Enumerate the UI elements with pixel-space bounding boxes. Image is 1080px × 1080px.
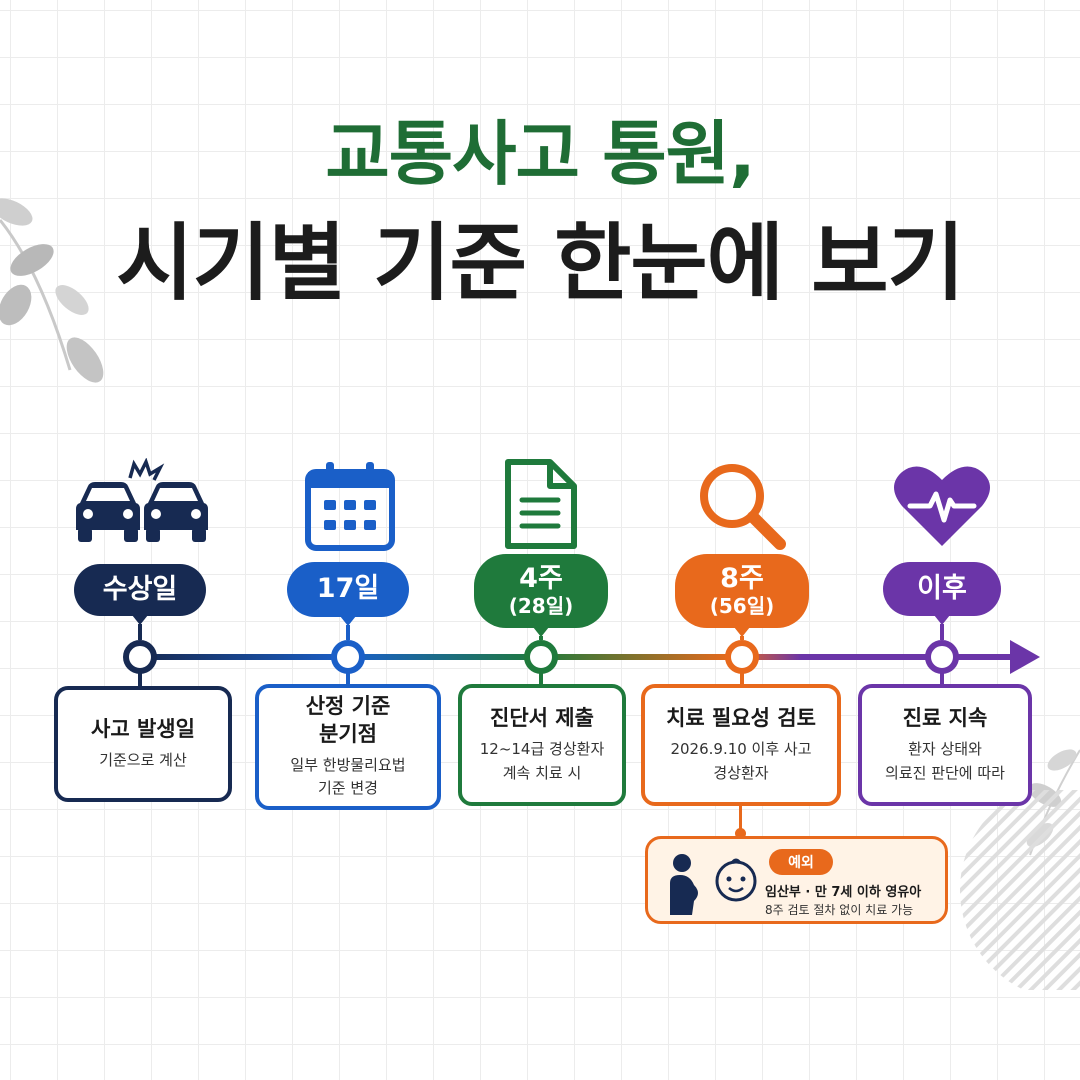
step-card-title: 진료 지속: [902, 706, 988, 731]
exception-badge: 예외: [769, 849, 833, 875]
calendar-icon: [305, 462, 395, 551]
exception-box: 예외 임산부 · 만 7세 이하 영유아 8주 검토 절차 없이 치료 가능: [645, 836, 948, 924]
step-card-4: 치료 필요성 검토 2026.9.10 이후 사고 경상환자: [641, 684, 841, 806]
step-pill-4: 8주(56일): [675, 554, 809, 628]
step-pill-pointer: [934, 615, 950, 625]
striped-circle-decoration: [960, 790, 1080, 990]
step-pill-label: 17일: [316, 573, 380, 605]
step-connector: [539, 636, 543, 640]
step-card-desc: 일부 한방물리요법 기준 변경: [290, 756, 406, 798]
step-pill-5: 이후: [883, 562, 1001, 616]
step-card-title: 산정 기준 분기점: [305, 694, 391, 746]
step-pill-sublabel: (28일): [508, 593, 574, 618]
step-pill-sublabel: (56일): [709, 593, 775, 618]
step-connector: [740, 636, 744, 640]
step-pill-pointer: [734, 627, 750, 637]
step-connector: [346, 672, 350, 684]
step-card-title: 진단서 제출: [490, 706, 594, 731]
exception-connector: [739, 806, 742, 838]
step-pill-label: 수상일: [102, 573, 178, 605]
baby-face-icon: [715, 858, 757, 902]
step-pill-pointer: [533, 627, 549, 637]
exception-desc: 8주 검토 절차 없이 치료 가능: [765, 903, 914, 917]
title-line-1: 교통사고 통원,: [325, 113, 755, 195]
step-card-3: 진단서 제출 12~14급 경상환자 계속 치료 시: [458, 684, 626, 806]
step-pill-pointer: [132, 615, 148, 625]
magnifier-icon: [700, 464, 786, 550]
step-pill-3: 4주(28일): [474, 554, 608, 628]
step-pill-2: 17일: [287, 562, 409, 617]
step-connector: [138, 624, 142, 640]
step-card-title: 사고 발생일: [91, 716, 195, 741]
heartbeat-icon: [894, 466, 990, 546]
step-connector: [138, 672, 142, 686]
exception-title: 임산부 · 만 7세 이하 영유아: [765, 885, 922, 900]
pregnant-woman-icon: [670, 854, 698, 915]
step-card-desc: 12~14급 경상환자 계속 치료 시: [479, 740, 605, 782]
step-card-desc: 환자 상태와 의료진 판단에 따라: [885, 740, 1005, 782]
timeline-arrowhead: [1010, 640, 1040, 674]
step-card-desc: 2026.9.10 이후 사고 경상환자: [670, 740, 812, 782]
step-card-desc: 기준으로 계산: [99, 751, 187, 770]
step-connector: [940, 672, 944, 684]
timeline-node: [331, 640, 365, 674]
step-connector: [539, 672, 543, 684]
timeline-node: [725, 640, 759, 674]
timeline-node: [123, 640, 157, 674]
step-pill-label: 4주: [519, 563, 563, 595]
car-crash-icon: [76, 458, 208, 542]
document-icon: [505, 459, 577, 549]
leaf-branch-decoration-left: [0, 198, 104, 383]
timeline-node: [524, 640, 558, 674]
step-connector: [346, 625, 350, 640]
step-card-title: 치료 필요성 검토: [666, 706, 816, 731]
step-connector: [740, 672, 744, 684]
step-pill-1: 수상일: [74, 564, 206, 616]
step-pill-pointer: [340, 616, 356, 626]
title-line-2: 시기별 기준 한눈에 보기: [116, 214, 965, 312]
step-pill-label: 8주: [720, 563, 764, 595]
step-connector: [940, 624, 944, 640]
step-pill-label: 이후: [917, 572, 967, 604]
exception-connector-dot: [735, 828, 746, 839]
timeline-node: [925, 640, 959, 674]
